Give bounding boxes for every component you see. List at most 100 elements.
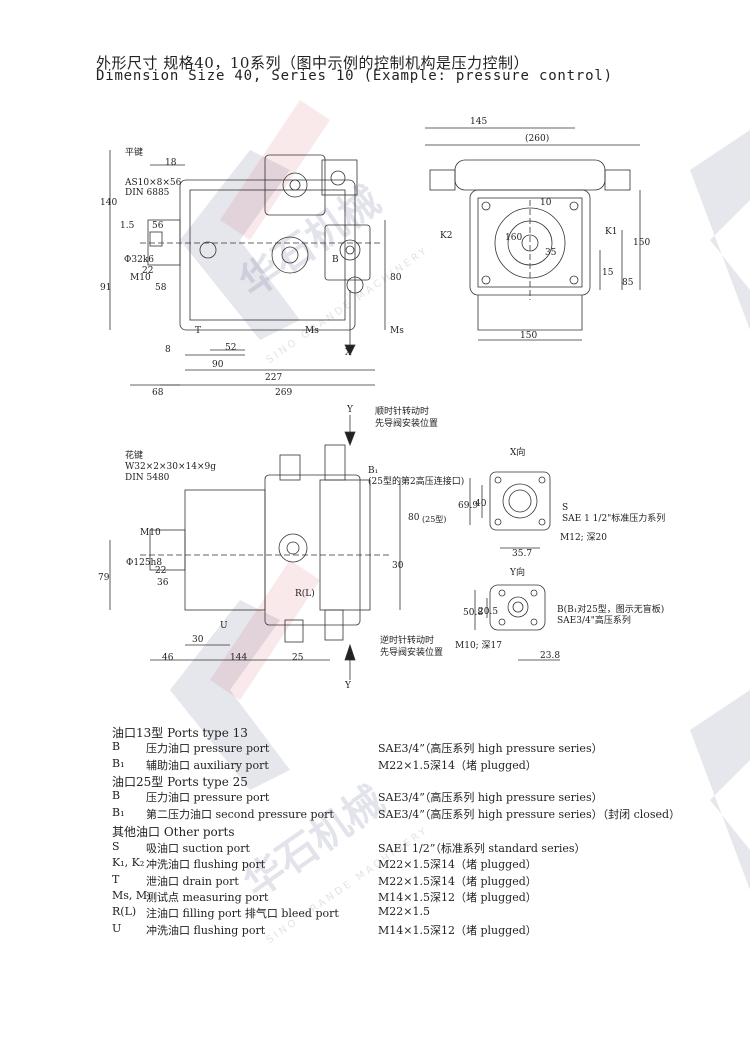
cw-note-2: 先导阀安装位置 — [375, 417, 438, 429]
top-view-drawing — [109, 415, 401, 680]
spline-spec-2: DIN 5480 — [125, 473, 170, 483]
dim-269: 269 — [275, 388, 292, 398]
port-code: T — [112, 873, 120, 886]
view-y-bolt-note: M10; 深17 — [455, 640, 502, 651]
port-k2-label: K2 — [440, 231, 452, 241]
port-code: B — [112, 740, 121, 753]
port-spec: SAE3/4”（高压系列 high pressure series） — [378, 742, 603, 755]
port-ms-label-2: Ms — [390, 326, 404, 336]
port-spec: M14×1.5深12（堵 plugged） — [378, 924, 537, 937]
port-desc: 压力油口 pressure port — [146, 742, 270, 755]
dim-260: (260) — [525, 133, 549, 144]
ports13-heading: 油口13型 Ports type 13 — [112, 726, 248, 740]
view-y-dim-20-5: 20.5 — [478, 607, 498, 617]
port-spec: M22×1.5 — [378, 905, 430, 918]
ports25-heading: 油口25型 Ports type 25 — [112, 775, 248, 789]
dim-160: 160 — [505, 233, 522, 243]
dim-52: 52 — [225, 343, 236, 353]
dim-150-horizontal: 150 — [520, 331, 537, 341]
y-arrow-label-top: Y — [346, 405, 354, 415]
key-spec-1: AS10×8×56 — [124, 178, 182, 188]
dim-56: 56 — [152, 221, 164, 231]
port-desc: 辅助油口 auxiliary port — [146, 759, 269, 772]
port-b-label: B — [332, 255, 339, 265]
dim-18: 18 — [165, 158, 177, 168]
port-code: B₁ — [112, 757, 125, 770]
view-y-title: Y向 — [509, 566, 525, 578]
dim-22-spline: 22 — [155, 566, 166, 576]
port-t-label: T — [195, 326, 201, 336]
port-code: R(L) — [112, 905, 137, 918]
dim-1-5: 1.5 — [120, 221, 135, 231]
view-y-b-label: B(B₁对25型，图示无盲板) — [557, 603, 664, 615]
dim-46: 46 — [162, 653, 174, 663]
port-spec: M14×1.5深12（堵 plugged） — [378, 891, 537, 904]
view-x-s-label: S — [562, 503, 568, 513]
view-x-dim-40: 40 — [475, 499, 487, 509]
dim-80: 80 — [390, 273, 402, 283]
dim-58: 58 — [155, 283, 167, 293]
ccw-note-2: 先导阀安装位置 — [380, 646, 443, 658]
view-y-dim-50-8: 50.8 — [463, 608, 483, 618]
view-x-dim-35-7: 35.7 — [512, 549, 532, 559]
y-arrow-label-bottom: Y — [344, 681, 352, 691]
dim-227: 227 — [265, 373, 282, 383]
port-code: U — [112, 922, 122, 935]
dim-90: 90 — [212, 360, 224, 370]
port-k1-label: K1 — [605, 227, 617, 237]
port-desc: 冲洗油口 flushing port — [146, 924, 266, 937]
port-desc: 泄油口 drain port — [146, 875, 239, 888]
port-code: B₁ — [112, 806, 125, 819]
dim-145: 145 — [470, 117, 487, 127]
view-x-drawing — [469, 471, 551, 549]
dim-30-side: 30 — [392, 561, 404, 571]
b1-label: B₁ — [368, 466, 378, 476]
dim-79: 79 — [98, 573, 110, 583]
port-desc: 冲洗油口 flushing port — [146, 858, 266, 871]
dim-80-top: 80 — [408, 513, 420, 523]
view-x-arrow-label: X — [345, 348, 352, 358]
dim-85: 85 — [622, 278, 634, 288]
page-title-cn: 外形尺寸 规格40，10系列（图中示例的控制机构是压力控制） — [96, 54, 529, 72]
dim-91: 91 — [100, 283, 111, 293]
port-spec: M22×1.5深14（堵 plugged） — [378, 759, 537, 772]
dim-35: 35 — [545, 248, 557, 258]
ccw-note-1: 逆时针转动时 — [380, 634, 434, 646]
technical-drawings: 平键 AS10×8×56 DIN 6885 140 18 1.5 56 Φ32k… — [98, 117, 665, 691]
other-ports-heading: 其他油口 Other ports — [112, 825, 235, 839]
dim-8: 8 — [165, 345, 171, 355]
dim-36: 36 — [157, 578, 169, 588]
dim-m10-spline: M10 — [140, 528, 161, 538]
port-u-label: U — [220, 621, 228, 631]
spline-spec-1: W32×2×30×14×9g — [125, 462, 216, 472]
port-code: S — [112, 840, 120, 853]
cw-note-1: 顺时针转动时 — [375, 405, 429, 417]
port-spec: SAE3/4”（高压系列 high pressure series） — [378, 791, 603, 804]
port-code: Ms, M₁ — [112, 889, 152, 902]
dim-22: 22 — [142, 266, 153, 276]
dim-phi125: Φ125h8 — [126, 558, 162, 568]
dim-140: 140 — [100, 198, 117, 208]
view-y-dim-23-8: 23.8 — [540, 651, 560, 661]
page-title-en: Dimension Size 40, Series 10 (Example: p… — [96, 68, 613, 84]
port-spec: M22×1.5深14（堵 plugged） — [378, 875, 537, 888]
dim-phi32: Φ32k6 — [124, 255, 154, 265]
side-view-drawing — [109, 150, 386, 386]
port-code: B — [112, 789, 121, 802]
port-desc: 测试点 measuring port — [146, 891, 269, 904]
dim-25: 25 — [292, 653, 304, 663]
dim-m10: M10 — [130, 273, 151, 283]
port-desc: 吸油口 suction port — [146, 842, 250, 855]
dim-25-type: (25型) — [422, 515, 446, 524]
dim-15: 15 — [602, 268, 614, 278]
port-ms-label-1: Ms — [305, 326, 319, 336]
view-x-bolt-note: M12; 深20 — [560, 532, 607, 543]
view-x-dim-69-9: 69.9 — [458, 501, 478, 511]
dim-144: 144 — [230, 653, 247, 663]
dim-10: 10 — [540, 198, 552, 208]
port-spec: SAE3/4”（高压系列 high pressure series）（封闭 cl… — [378, 808, 681, 821]
port-spec: SAE1 1/2”（标准系列 standard series） — [378, 842, 586, 855]
key-spec-2: DIN 6885 — [125, 188, 170, 198]
port-code: K₁, K₂ — [112, 856, 145, 869]
dim-150-vertical: 150 — [633, 238, 650, 248]
